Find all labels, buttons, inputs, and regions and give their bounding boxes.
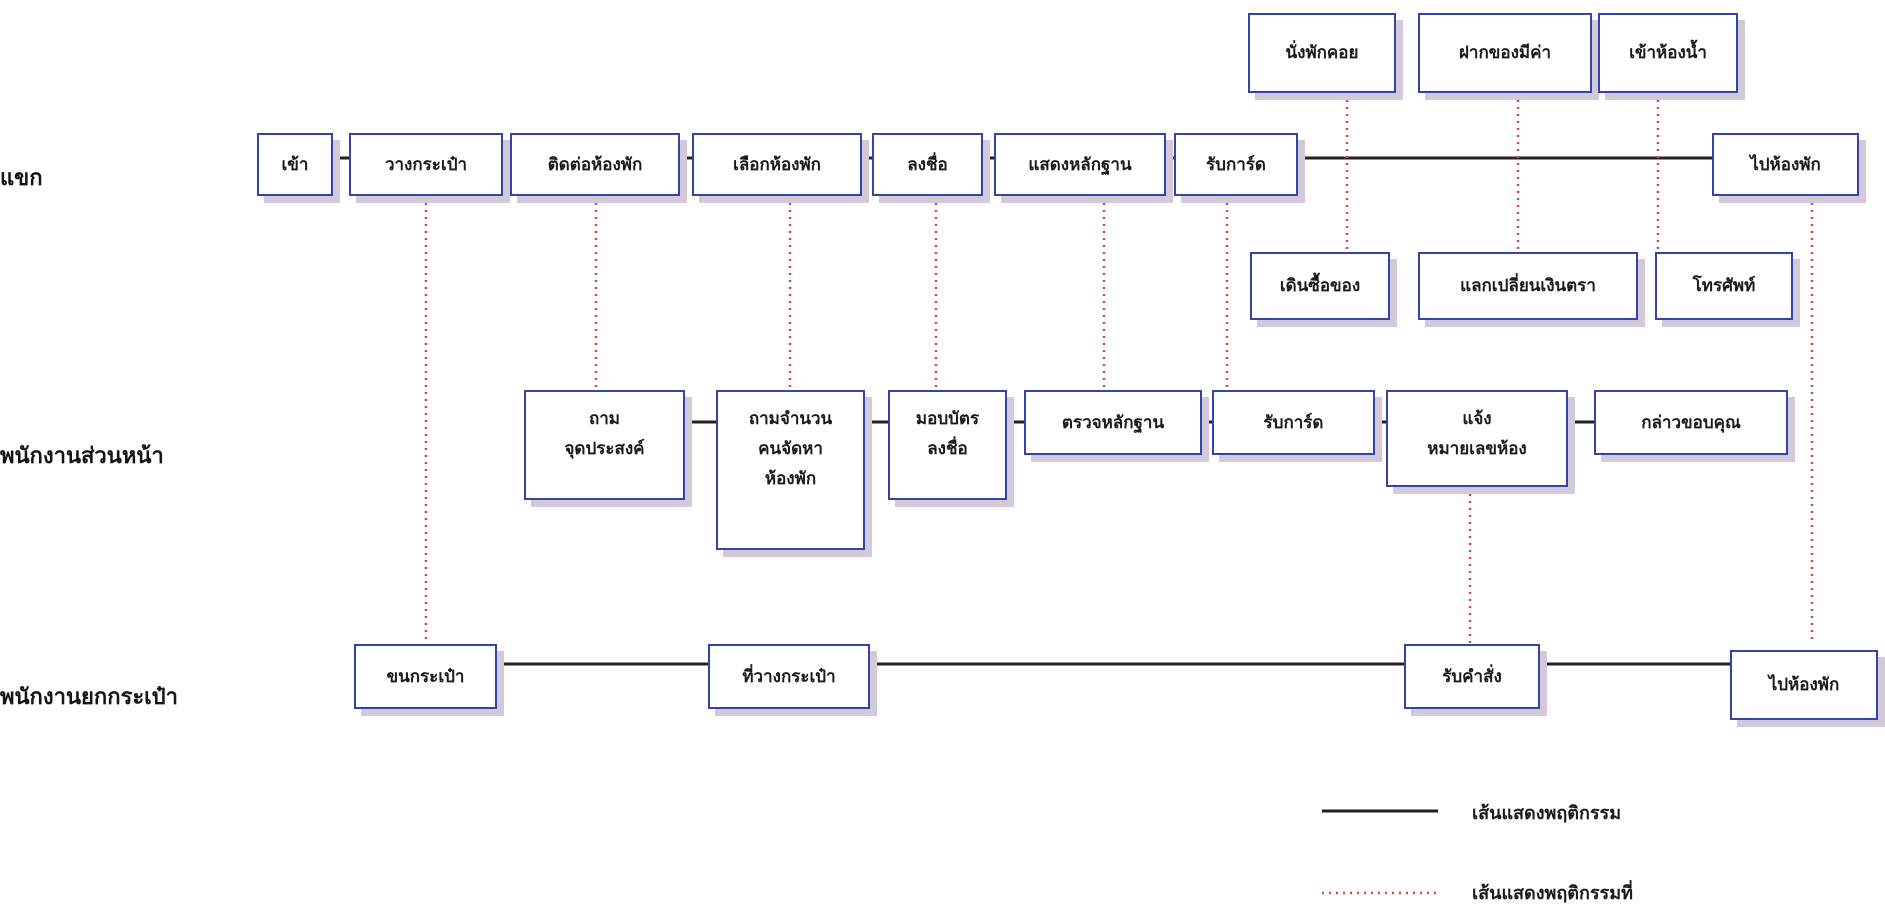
front-step-check-id: ตรวจหลักฐาน [1024, 390, 1202, 455]
lane-label-bellboy: พนักงานยกกระเป๋า [0, 684, 178, 710]
guest-option-deposit-valuables: ฝากของมีค่า [1418, 13, 1592, 93]
bell-step-bag-area: ที่วางกระเป๋า [708, 644, 870, 709]
legend-solid-label: เส้นแสดงพฤติกรรม [1472, 803, 1622, 824]
guest-step-to-room: ไปห้องพัก [1712, 133, 1859, 196]
front-step-ask-guest-count-line-2: คนจัดหา [758, 439, 823, 459]
front-step-ask-guest-count: ถามจำนวน คนจัดหา ห้องพัก [716, 390, 865, 550]
legend-dotted-label: เส้นแสดงพฤติกรรมที่ [1472, 883, 1633, 904]
front-step-ask-purpose: ถาม จุดประสงค์ [524, 390, 685, 500]
front-step-ask-guest-count-line-1: ถามจำนวน [748, 409, 833, 429]
guest-option-wait: นั่งพักคอย [1248, 13, 1396, 93]
guest-step-show-id: แสดงหลักฐาน [994, 133, 1166, 196]
guest-step-to-room-label: ไปห้องพัก [1750, 154, 1821, 175]
guest-option-shopping: เดินซื้อของ [1250, 252, 1390, 320]
front-step-give-registration-card: มอบบัตร ลงชื่อ [888, 390, 1007, 500]
bell-step-to-room: ไปห้องพัก [1730, 650, 1878, 720]
front-step-ask-purpose-line-2: จุดประสงค์ [564, 439, 645, 459]
guest-option-currency-exchange-label: แลกเปลี่ยนเงินตรา [1460, 276, 1596, 296]
guest-option-restroom-label: เข้าห้องน้ำ [1629, 43, 1707, 63]
lane-label-guest: แขก [0, 165, 43, 191]
guest-step-choose-room-label: เลือกห้องพัก [733, 154, 821, 175]
front-step-thank-guest-label: กล่าวขอบคุณ [1641, 412, 1741, 433]
guest-option-telephone: โทรศัพท์ [1655, 252, 1793, 320]
front-step-give-card: รับการ์ด [1212, 390, 1375, 455]
bell-step-receive-order: รับคำสั่ง [1404, 644, 1540, 709]
guest-option-wait-label: นั่งพักคอย [1285, 43, 1359, 63]
guest-step-sign-label: ลงชื่อ [907, 154, 948, 175]
front-step-give-registration-card-line-1: มอบบัตร [915, 409, 980, 429]
bell-step-carry-bag-label: ขนกระเป๋า [386, 666, 465, 687]
front-step-give-card-label: รับการ์ด [1263, 412, 1324, 433]
guest-option-shopping-label: เดินซื้อของ [1279, 276, 1361, 296]
front-step-ask-guest-count-line-3: ห้องพัก [764, 469, 817, 489]
guest-step-receive-card: รับการ์ด [1174, 133, 1298, 196]
guest-step-place-bag-label: วางกระเป๋า [384, 154, 468, 175]
bell-step-receive-order-label: รับคำสั่ง [1442, 666, 1502, 687]
lane-label-front-staff: พนักงานส่วนหน้า [0, 443, 164, 469]
bell-step-carry-bag: ขนกระเป๋า [354, 644, 497, 709]
guest-option-deposit-valuables-label: ฝากของมีค่า [1458, 43, 1552, 63]
front-step-thank-guest: กล่าวขอบคุณ [1594, 390, 1788, 455]
guest-step-contact-room: ติดต่อห้องพัก [510, 133, 680, 196]
guest-option-currency-exchange: แลกเปลี่ยนเงินตรา [1418, 252, 1638, 320]
bell-step-to-room-label: ไปห้องพัก [1768, 675, 1840, 695]
front-step-tell-room-number: แจ้ง หมายเลขห้อง [1386, 390, 1568, 487]
guest-step-place-bag: วางกระเป๋า [349, 133, 503, 196]
guest-step-enter: เข้า [257, 133, 333, 196]
guest-option-telephone-label: โทรศัพท์ [1692, 276, 1756, 296]
guest-step-enter-label: เข้า [281, 154, 309, 175]
guest-step-show-id-label: แสดงหลักฐาน [1028, 154, 1132, 175]
bell-step-bag-area-label: ที่วางกระเป๋า [742, 666, 836, 687]
front-step-tell-room-number-line-2: หมายเลขห้อง [1427, 439, 1527, 459]
guest-step-choose-room: เลือกห้องพัก [692, 133, 862, 196]
guest-step-contact-room-label: ติดต่อห้องพัก [547, 154, 643, 175]
guest-step-sign: ลงชื่อ [872, 133, 983, 196]
front-step-ask-purpose-line-1: ถาม [588, 409, 621, 429]
front-step-tell-room-number-line-1: แจ้ง [1462, 409, 1492, 429]
front-step-check-id-label: ตรวจหลักฐาน [1061, 412, 1165, 433]
guest-step-receive-card-label: รับการ์ด [1206, 154, 1266, 175]
guest-option-restroom: เข้าห้องน้ำ [1598, 13, 1738, 93]
front-step-give-registration-card-line-2: ลงชื่อ [927, 439, 968, 459]
